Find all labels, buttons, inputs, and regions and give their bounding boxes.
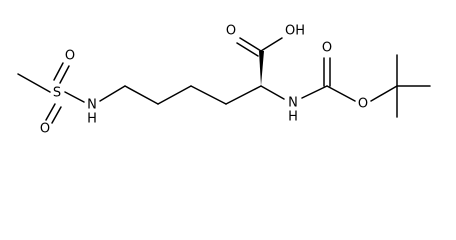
atom-label-o-carbonyl-carbamate: O [322,41,332,56]
atom-label-oh-acid: OH [285,24,305,39]
atom-labels: O S O N H O OH N H O O [40,24,368,137]
bond-s-n [64,91,85,103]
stereo-wedge-bond [259,51,264,86]
bond-c5-c4 [157,85,192,105]
bond-c6-c5 [124,85,159,105]
bond-c2-n [260,85,285,100]
atom-label-sulfur: S [53,86,61,101]
bond-s-o-top-a [53,62,64,81]
atom-label-n-sulfonamide: N [87,98,97,113]
bond-carbamate-c-o [326,85,356,102]
atom-label-h-sulfonamide: H [87,112,97,127]
bond-s-o-bottom-a [45,103,56,121]
bond-s-o-bottom-b [51,106,62,124]
atom-label-h-carbamate: H [288,110,298,125]
bond-n-c6 [99,85,126,102]
atom-label-n-carbamate: N [288,96,298,111]
bond-c4-c3 [190,85,227,105]
bond-acid-co-a [239,37,262,52]
bond-methyl-s [17,73,51,93]
bond-c3-c2 [225,85,262,105]
bond-n-c-carbamate [301,85,328,99]
bond-acid-coh [260,37,283,52]
atom-label-o-ester: O [358,97,368,112]
atom-label-o-sulfonyl-bottom: O [40,122,50,137]
atom-label-o-sulfonyl-top: O [65,49,75,64]
atom-label-o-carbonyl-acid: O [226,24,236,39]
bond-acid-co-b [236,42,259,57]
chemical-structure: O S O N H O OH N H O O [17,24,431,137]
bond-s-o-top-b [59,65,70,84]
bond-o-tbu [370,85,398,102]
bond-lines [17,37,431,124]
